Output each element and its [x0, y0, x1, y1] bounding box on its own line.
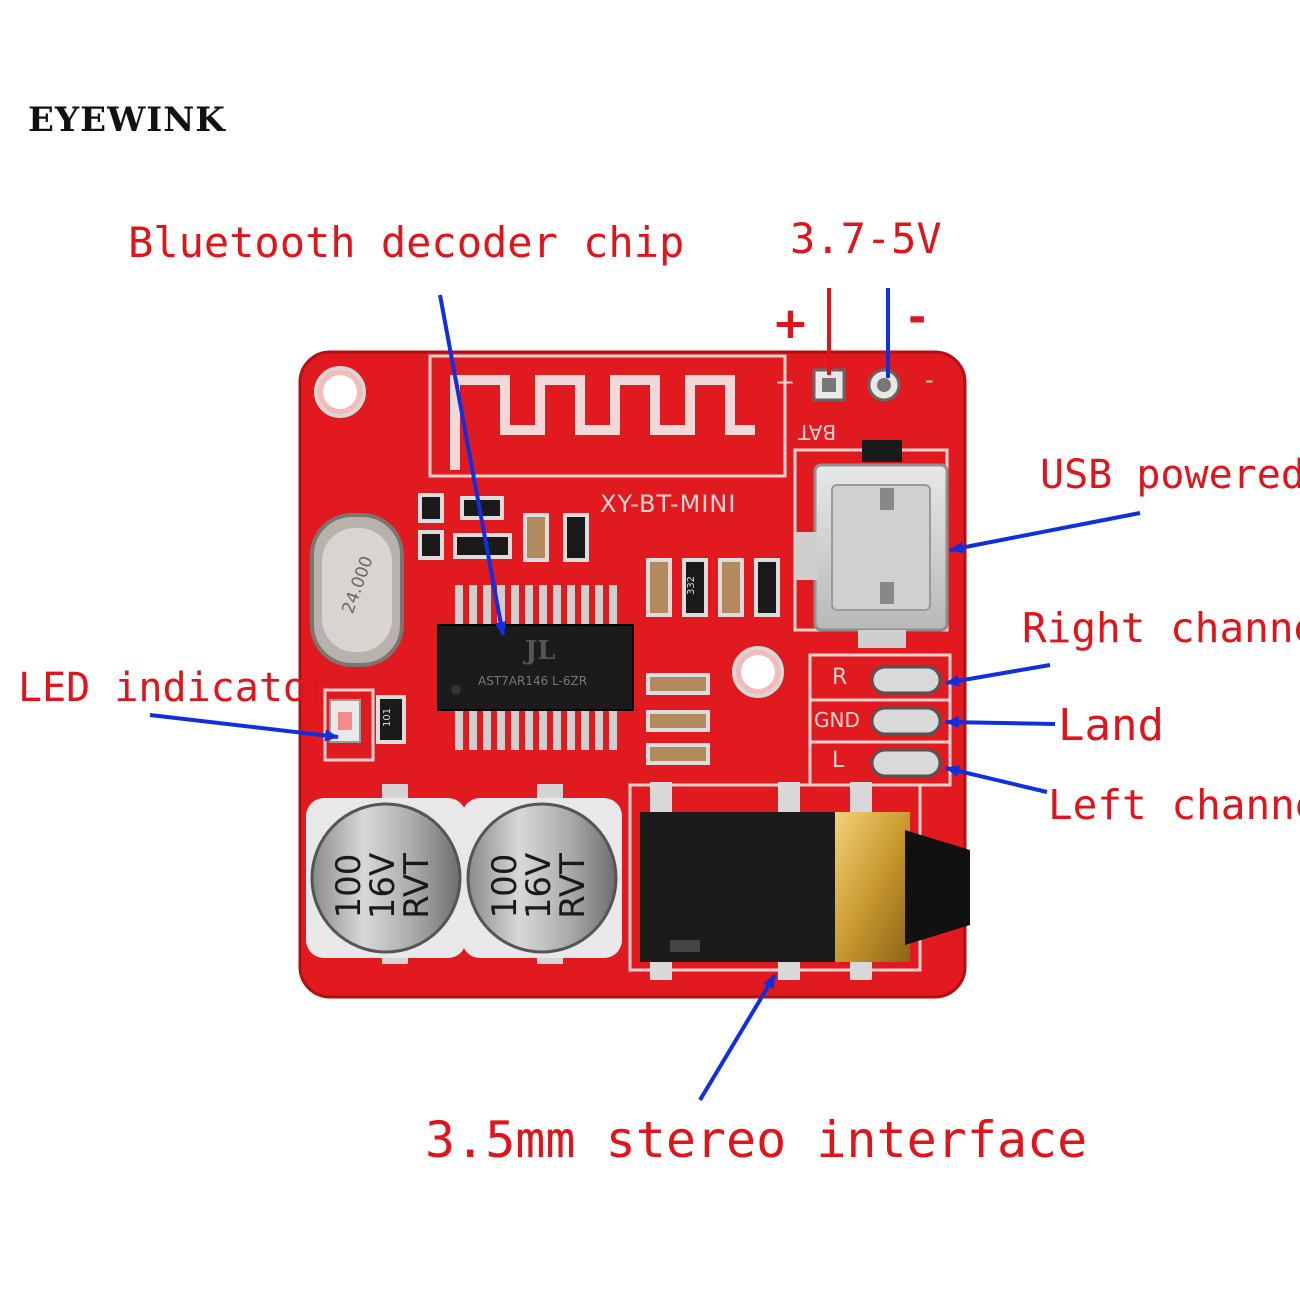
callout-led-indicator: LED indicator	[18, 665, 332, 711]
callout-plus-sign: +	[772, 298, 809, 349]
chip-logo: JL	[525, 636, 556, 666]
pad-r-mark: R	[832, 665, 848, 690]
callout-usb-powered: USB powered	[1040, 452, 1300, 498]
callout-land: Land	[1058, 700, 1164, 751]
chip-arrow	[438, 294, 507, 636]
pad-l-mark: L	[832, 748, 845, 773]
board-model-label: XY-BT-MINI	[600, 490, 737, 518]
chip-marking: AST7AR146 L-6ZR	[478, 674, 588, 688]
pad-gnd-mark: GND	[814, 708, 860, 732]
callout-right-channel: Right channel	[1022, 604, 1300, 652]
led-arrow	[149, 713, 339, 742]
callout-voltage: 3.7-5V	[790, 214, 942, 263]
jack-arrow	[698, 973, 777, 1102]
audio-output-pads	[870, 665, 942, 778]
bluetooth-decoder-chip	[437, 624, 634, 711]
pcb-antenna-trace	[450, 375, 755, 470]
callout-minus-sign: -	[908, 292, 927, 343]
left-channel-arrow	[945, 765, 1048, 794]
brand-logo: EYEWINK	[28, 100, 226, 140]
right-channel-arrow	[945, 663, 1051, 687]
stereo-jack	[640, 782, 970, 980]
callout-stereo-interface: 3.5mm stereo interface	[425, 1111, 1088, 1169]
capacitor-right	[462, 784, 622, 964]
callout-bluetooth-chip: Bluetooth decoder chip	[128, 218, 685, 267]
land-arrow	[945, 716, 1056, 729]
usb-arrow	[949, 511, 1141, 554]
capacitor-left	[306, 784, 466, 964]
chip-pins	[455, 585, 617, 750]
board-minus-mark: -	[925, 366, 934, 394]
callout-left-channel: Left channel	[1048, 781, 1300, 829]
smd-components	[376, 493, 780, 765]
board-plus-mark: +	[775, 368, 796, 396]
